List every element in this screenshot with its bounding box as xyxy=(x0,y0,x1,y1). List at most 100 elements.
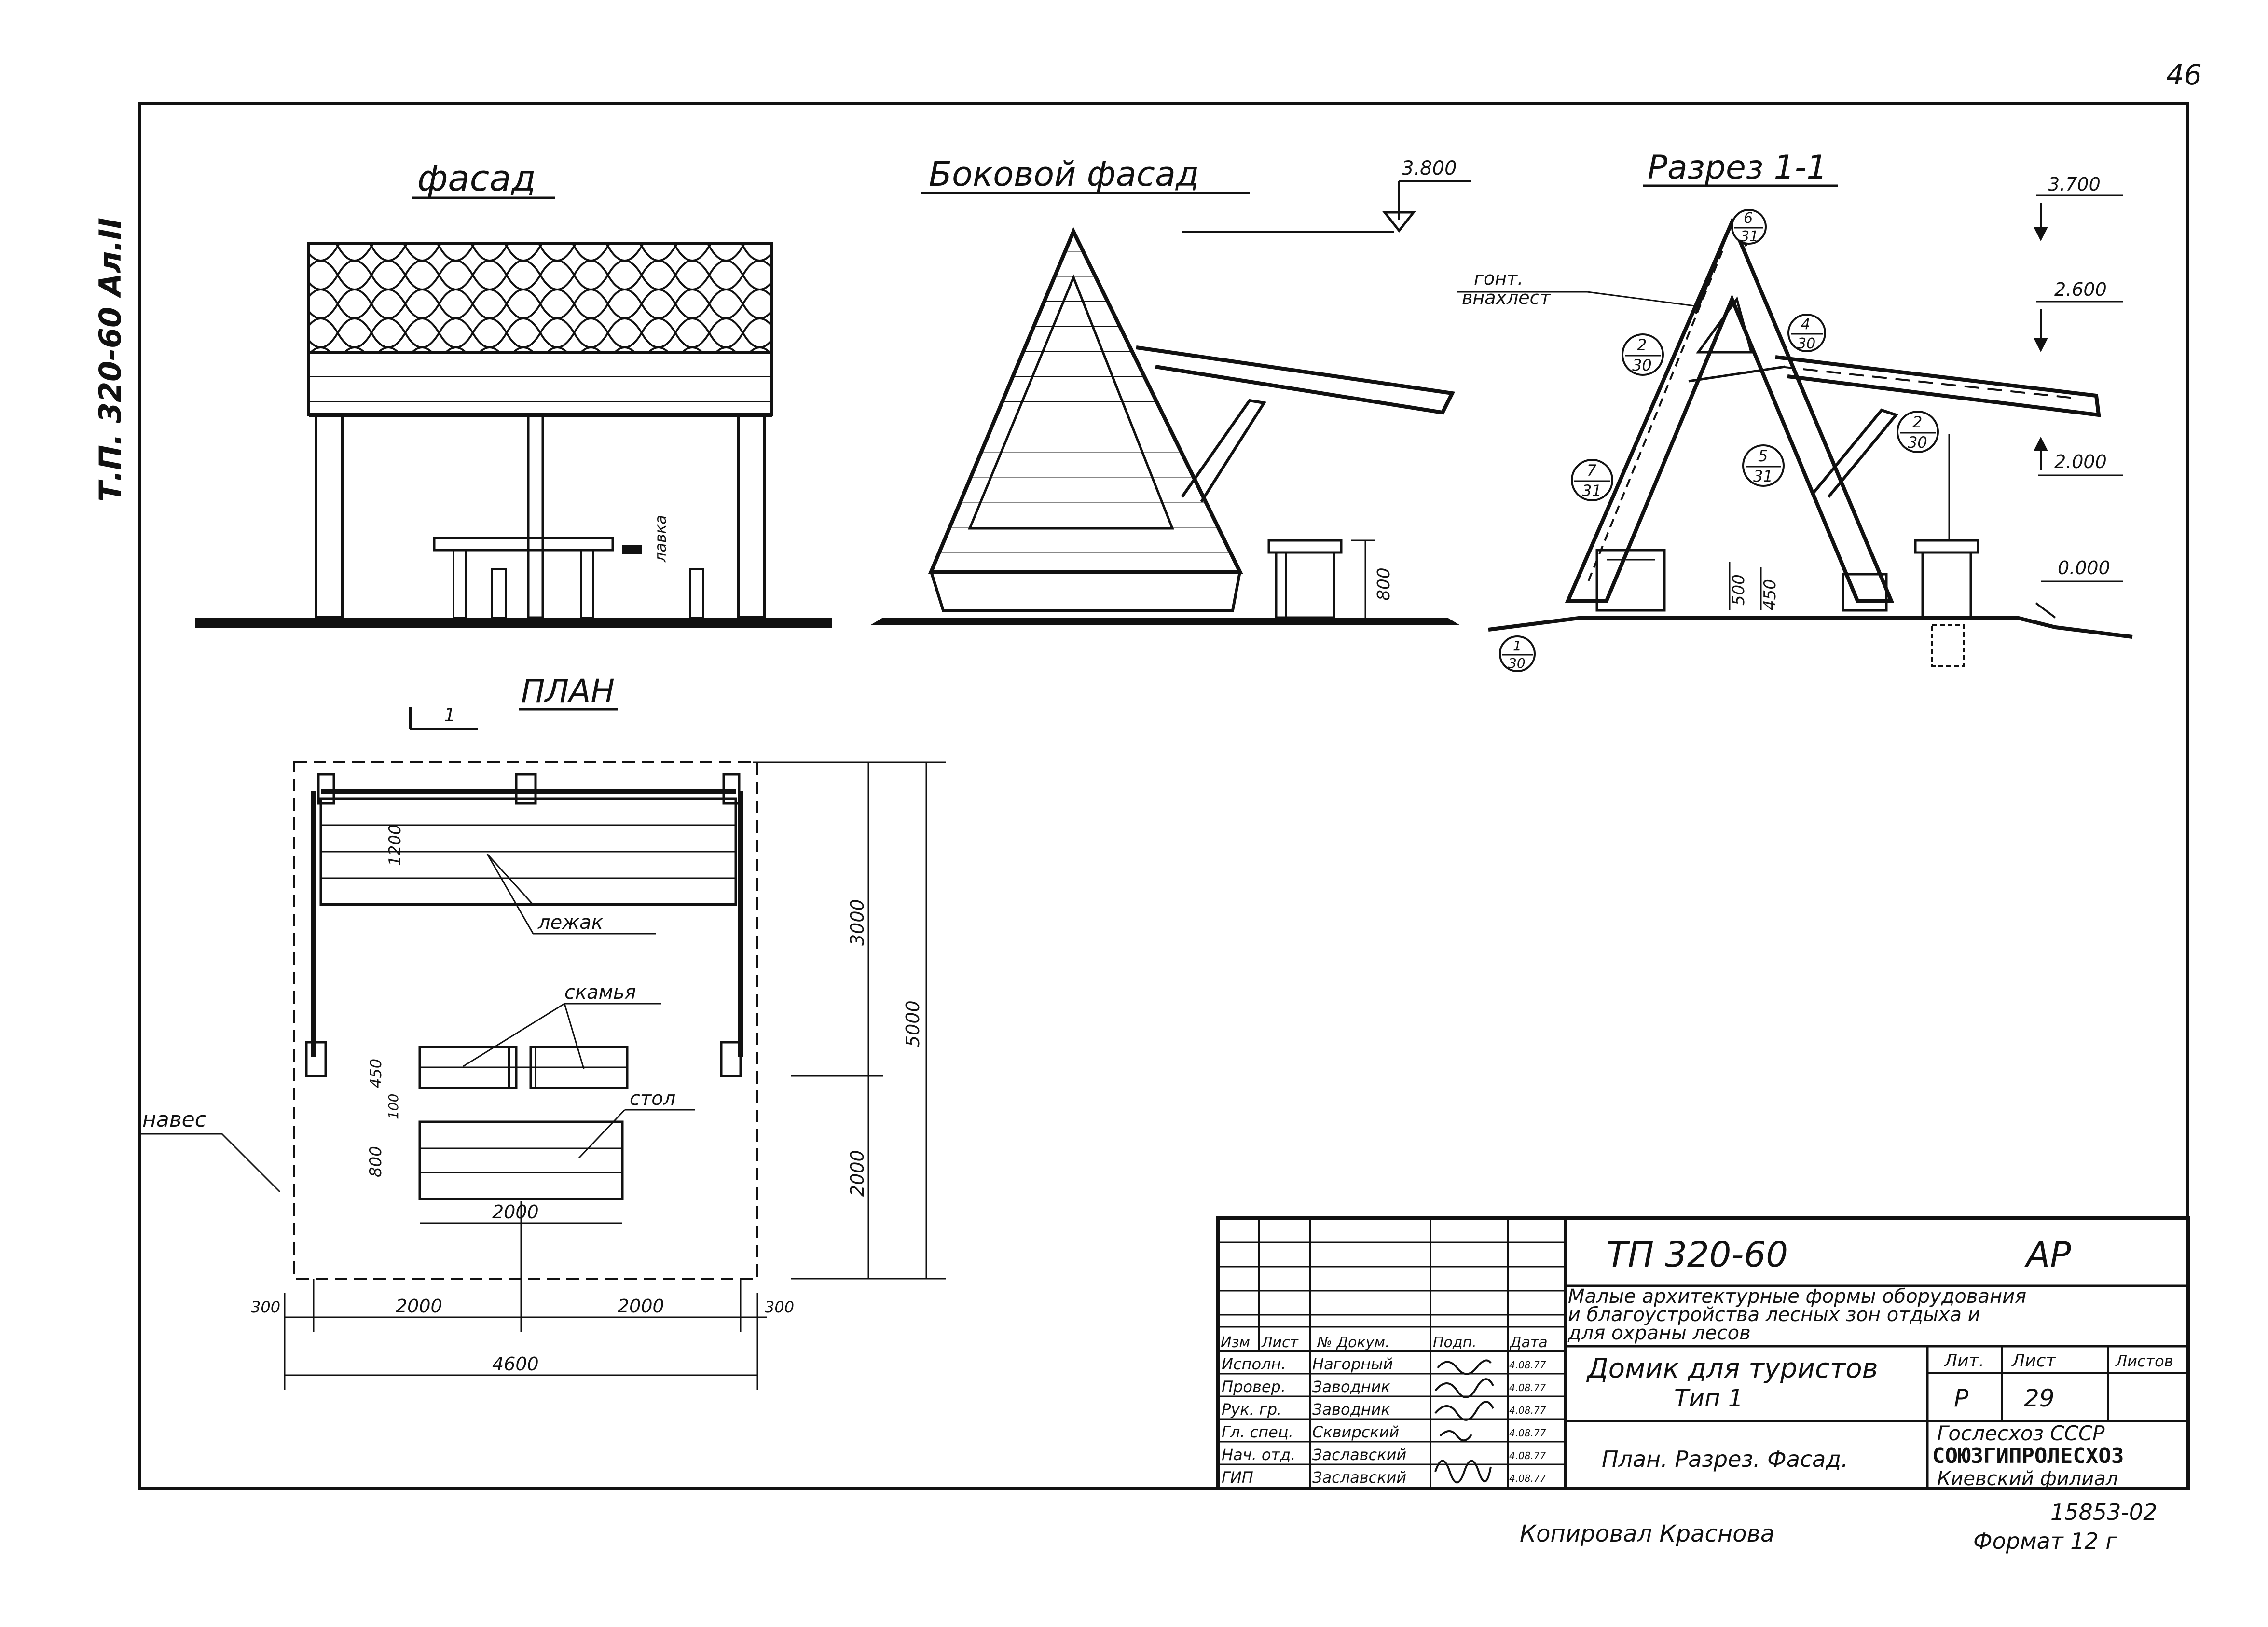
description-line1: Малые архитектурные формы оборудования xyxy=(1568,1285,2026,1308)
callout-circle xyxy=(1897,411,1939,453)
front-table-top xyxy=(433,537,614,552)
staff-name: Заславский xyxy=(1312,1446,1406,1464)
plan-dim-1200: 1200 xyxy=(385,824,405,866)
section-level-2: 2.600 xyxy=(2054,279,2107,300)
side-aframe-outer xyxy=(928,227,1243,574)
front-view-title: фасад xyxy=(417,158,536,199)
staff-name: Нагорный xyxy=(1312,1355,1393,1373)
bottom-right-code: 15853-02 xyxy=(2050,1499,2157,1525)
project-code: ТП 320-60 xyxy=(1607,1234,1788,1275)
front-vertical-label: лавка xyxy=(651,515,670,563)
callout-top: 2 xyxy=(1637,336,1647,354)
plan-view: ПЛАН 1 1200 лежак скамья xyxy=(140,673,946,1390)
header-col: Лист xyxy=(1261,1334,1299,1351)
section-bench-outside xyxy=(1914,539,1979,554)
front-post-middle xyxy=(527,414,544,619)
plan-label-canopy: навес xyxy=(142,1107,206,1132)
header-col: Изм xyxy=(1221,1334,1250,1351)
plan-dim-5000: 5000 xyxy=(902,1000,923,1047)
staff-date: 4.08.77 xyxy=(1509,1359,1546,1371)
staff-role: ГИП xyxy=(1222,1468,1253,1487)
section-aframe xyxy=(1565,217,1895,603)
plan-dim-300-left: 300 xyxy=(251,1298,280,1316)
plan-canopy-outline xyxy=(293,761,758,1280)
staff-name: Заводник xyxy=(1312,1400,1390,1419)
front-post-left xyxy=(315,414,344,619)
staff-role: Рук. гр. xyxy=(1222,1400,1282,1419)
org-line1: Гослесхоз СССР xyxy=(1937,1421,2105,1445)
side-aframe-inner xyxy=(968,274,1174,530)
header-col: Подп. xyxy=(1433,1334,1477,1351)
callout-circle xyxy=(1731,209,1767,245)
object-name-line2: Тип 1 xyxy=(1674,1384,1743,1412)
section-callouts: 6 31 4 30 2 30 5 31 2 30 7 31 1 xyxy=(1499,209,1939,672)
staff-role: Исполн. xyxy=(1222,1355,1286,1373)
section-material-line2: внахлест xyxy=(1462,287,1552,308)
callout-top: 2 xyxy=(1912,413,1922,431)
org-line2: СОЮЗГИПРОЛЕСХОЗ xyxy=(1932,1444,2124,1468)
header-col: Дата xyxy=(1509,1334,1548,1351)
section-view: Разрез 1-1 3.700 2.600 2.000 0.000 гонт.… xyxy=(1457,149,2133,672)
section-level-4: 0.000 xyxy=(2058,557,2110,579)
front-view: фасад лавка xyxy=(195,158,832,628)
plan-dim-4600: 4600 xyxy=(492,1353,539,1375)
side-bench-top xyxy=(1267,539,1343,554)
side-code: Т.П. 320-60 Ал.II xyxy=(93,218,128,502)
plan-label-table: стол xyxy=(630,1088,675,1110)
org-line3: Киевский филиал xyxy=(1937,1468,2118,1490)
plan-dim-2000-b: 2000 xyxy=(618,1296,664,1317)
section-view-title: Разрез 1-1 xyxy=(1648,149,1828,187)
side-view: Боковой фасад 3.800 800 xyxy=(871,154,1471,625)
front-roof-band xyxy=(307,351,773,416)
header-col: № Докум. xyxy=(1316,1334,1390,1351)
section-shingle-line xyxy=(1586,250,1723,584)
staff-name: Заводник xyxy=(1312,1378,1390,1396)
plan-label-bed: лежак xyxy=(537,911,603,934)
section-level-3: 2.000 xyxy=(2054,451,2107,472)
staff-date: 4.08.77 xyxy=(1509,1382,1546,1393)
plan-dim-100: 100 xyxy=(385,1094,401,1119)
callout-top: 5 xyxy=(1758,447,1768,465)
page-number: 46 xyxy=(2166,58,2202,91)
callout-top: 7 xyxy=(1587,461,1597,480)
plan-dim-300-right: 300 xyxy=(765,1298,794,1316)
signature-scribbles xyxy=(1434,1359,1494,1484)
callout-bottom: 30 xyxy=(1632,356,1652,374)
plan-dim-table-width: 2000 xyxy=(492,1201,539,1223)
staff-date: 4.08.77 xyxy=(1509,1450,1546,1462)
plan-view-title: ПЛАН xyxy=(521,673,615,710)
plan-dim-3000: 3000 xyxy=(847,899,868,946)
side-dim-800: 800 xyxy=(1374,567,1394,601)
staff-role: Провер. xyxy=(1222,1378,1286,1396)
stage-value: Р xyxy=(1954,1384,1969,1412)
front-ground xyxy=(195,618,832,627)
side-canopy xyxy=(1136,345,1456,415)
staff-date: 4.08.77 xyxy=(1509,1427,1546,1439)
staff-name: Сквирский xyxy=(1312,1423,1399,1441)
plan-dim-450: 450 xyxy=(367,1059,385,1088)
title-block: Изм Лист № Докум. Подп. Дата Исполн. Наг… xyxy=(1216,1216,2190,1490)
description-line2: и благоустройства лесных зон отдыха и xyxy=(1568,1304,1980,1326)
callout-bottom: 31 xyxy=(1582,482,1602,500)
staff-date: 4.08.77 xyxy=(1509,1405,1546,1416)
object-name-line1: Домик для туристов xyxy=(1586,1353,1878,1384)
plan-dim-2000-right: 2000 xyxy=(847,1150,868,1197)
sheet-frame xyxy=(138,102,2189,1490)
side-view-title: Боковой фасад xyxy=(929,154,1199,194)
callout-bottom: 31 xyxy=(1753,467,1773,485)
plan-table xyxy=(418,1120,624,1200)
copied-by-note: Копировал Краснова xyxy=(1520,1520,1774,1547)
staff-role: Гл. спец. xyxy=(1222,1423,1293,1441)
callout-circle xyxy=(1571,459,1613,501)
callout-top: 1 xyxy=(1513,638,1522,654)
plan-cut-mark: 1 xyxy=(444,704,455,726)
plan-dim-800: 800 xyxy=(366,1146,385,1177)
staff-role: Нач. отд. xyxy=(1222,1446,1295,1464)
section-dim-450: 450 xyxy=(1760,579,1780,610)
side-aframe-base xyxy=(930,571,1241,612)
callout-top: 6 xyxy=(1744,210,1753,227)
callout-bottom: 30 xyxy=(1908,433,1927,452)
plan-dim-2000-a: 2000 xyxy=(396,1296,442,1317)
